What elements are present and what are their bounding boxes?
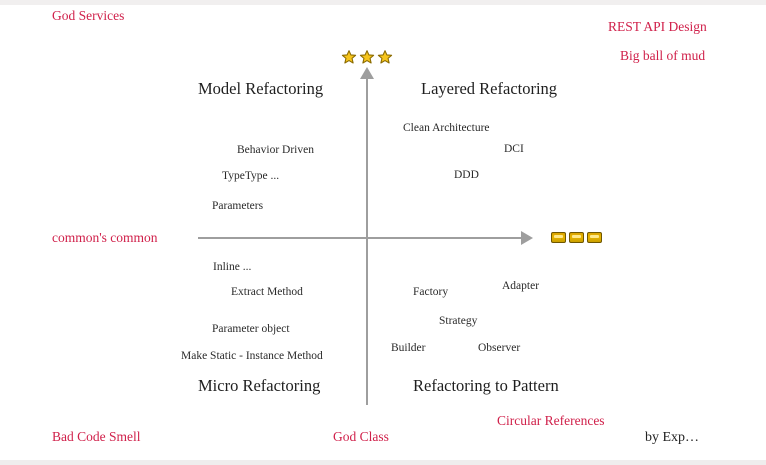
star-rating-icons[interactable] bbox=[341, 49, 393, 65]
map-node[interactable]: Behavior Driven bbox=[237, 144, 314, 156]
horizontal-scrollbar[interactable] bbox=[0, 460, 766, 465]
map-node[interactable]: TypeType ... bbox=[222, 170, 280, 182]
quadrant-title-refactoring-to-pattern[interactable]: Refactoring to Pattern bbox=[413, 376, 559, 395]
gold-bar-icon bbox=[551, 232, 566, 243]
gold-bar-icon bbox=[569, 232, 584, 243]
axis-label-commons-common[interactable]: common's common bbox=[52, 230, 158, 245]
quadrant-title-model-refactoring[interactable]: Model Refactoring bbox=[198, 79, 324, 98]
gold-bar-icon bbox=[587, 232, 602, 243]
map-node[interactable]: Builder bbox=[391, 342, 426, 354]
corner-label-bad-code-smell[interactable]: Bad Code Smell bbox=[52, 429, 141, 444]
map-node[interactable]: Strategy bbox=[439, 315, 478, 327]
map-node[interactable]: Parameter object bbox=[212, 323, 290, 335]
star-icon bbox=[359, 50, 375, 64]
map-node[interactable]: DDD bbox=[454, 169, 479, 181]
map-node[interactable]: Inline ... bbox=[213, 261, 252, 273]
corner-label-god-services[interactable]: God Services bbox=[52, 8, 125, 23]
vertical-axis-arrowhead-icon bbox=[360, 67, 374, 79]
axis-label-god-class[interactable]: God Class bbox=[333, 429, 389, 444]
quadrant-title-micro-refactoring[interactable]: Micro Refactoring bbox=[198, 376, 321, 395]
horizontal-axis-arrowhead-icon bbox=[521, 231, 533, 245]
attribution-label: by Exp… bbox=[645, 430, 700, 445]
map-node[interactable]: Parameters bbox=[212, 200, 264, 212]
map-node[interactable]: Observer bbox=[478, 342, 521, 354]
top-edge bbox=[0, 0, 766, 5]
vertical-axis-line bbox=[366, 76, 368, 405]
map-node[interactable]: Clean Architecture bbox=[403, 122, 490, 134]
map-node[interactable]: Make Static - Instance Method bbox=[181, 350, 323, 362]
quadrant-title-layered-refactoring[interactable]: Layered Refactoring bbox=[421, 79, 558, 98]
map-node[interactable]: Factory bbox=[413, 286, 449, 298]
corner-label-circular-references[interactable]: Circular References bbox=[497, 413, 605, 428]
star-icon bbox=[341, 50, 357, 64]
map-node[interactable]: Adapter bbox=[502, 280, 540, 292]
corner-label-rest-api-design[interactable]: REST API Design bbox=[608, 19, 707, 34]
gold-bar-icons[interactable] bbox=[551, 232, 602, 243]
star-icon bbox=[377, 50, 393, 64]
map-node[interactable]: DCI bbox=[504, 143, 524, 155]
map-node[interactable]: Extract Method bbox=[231, 286, 303, 298]
horizontal-axis-line bbox=[198, 237, 523, 239]
corner-label-big-ball-of-mud[interactable]: Big ball of mud bbox=[620, 48, 706, 63]
